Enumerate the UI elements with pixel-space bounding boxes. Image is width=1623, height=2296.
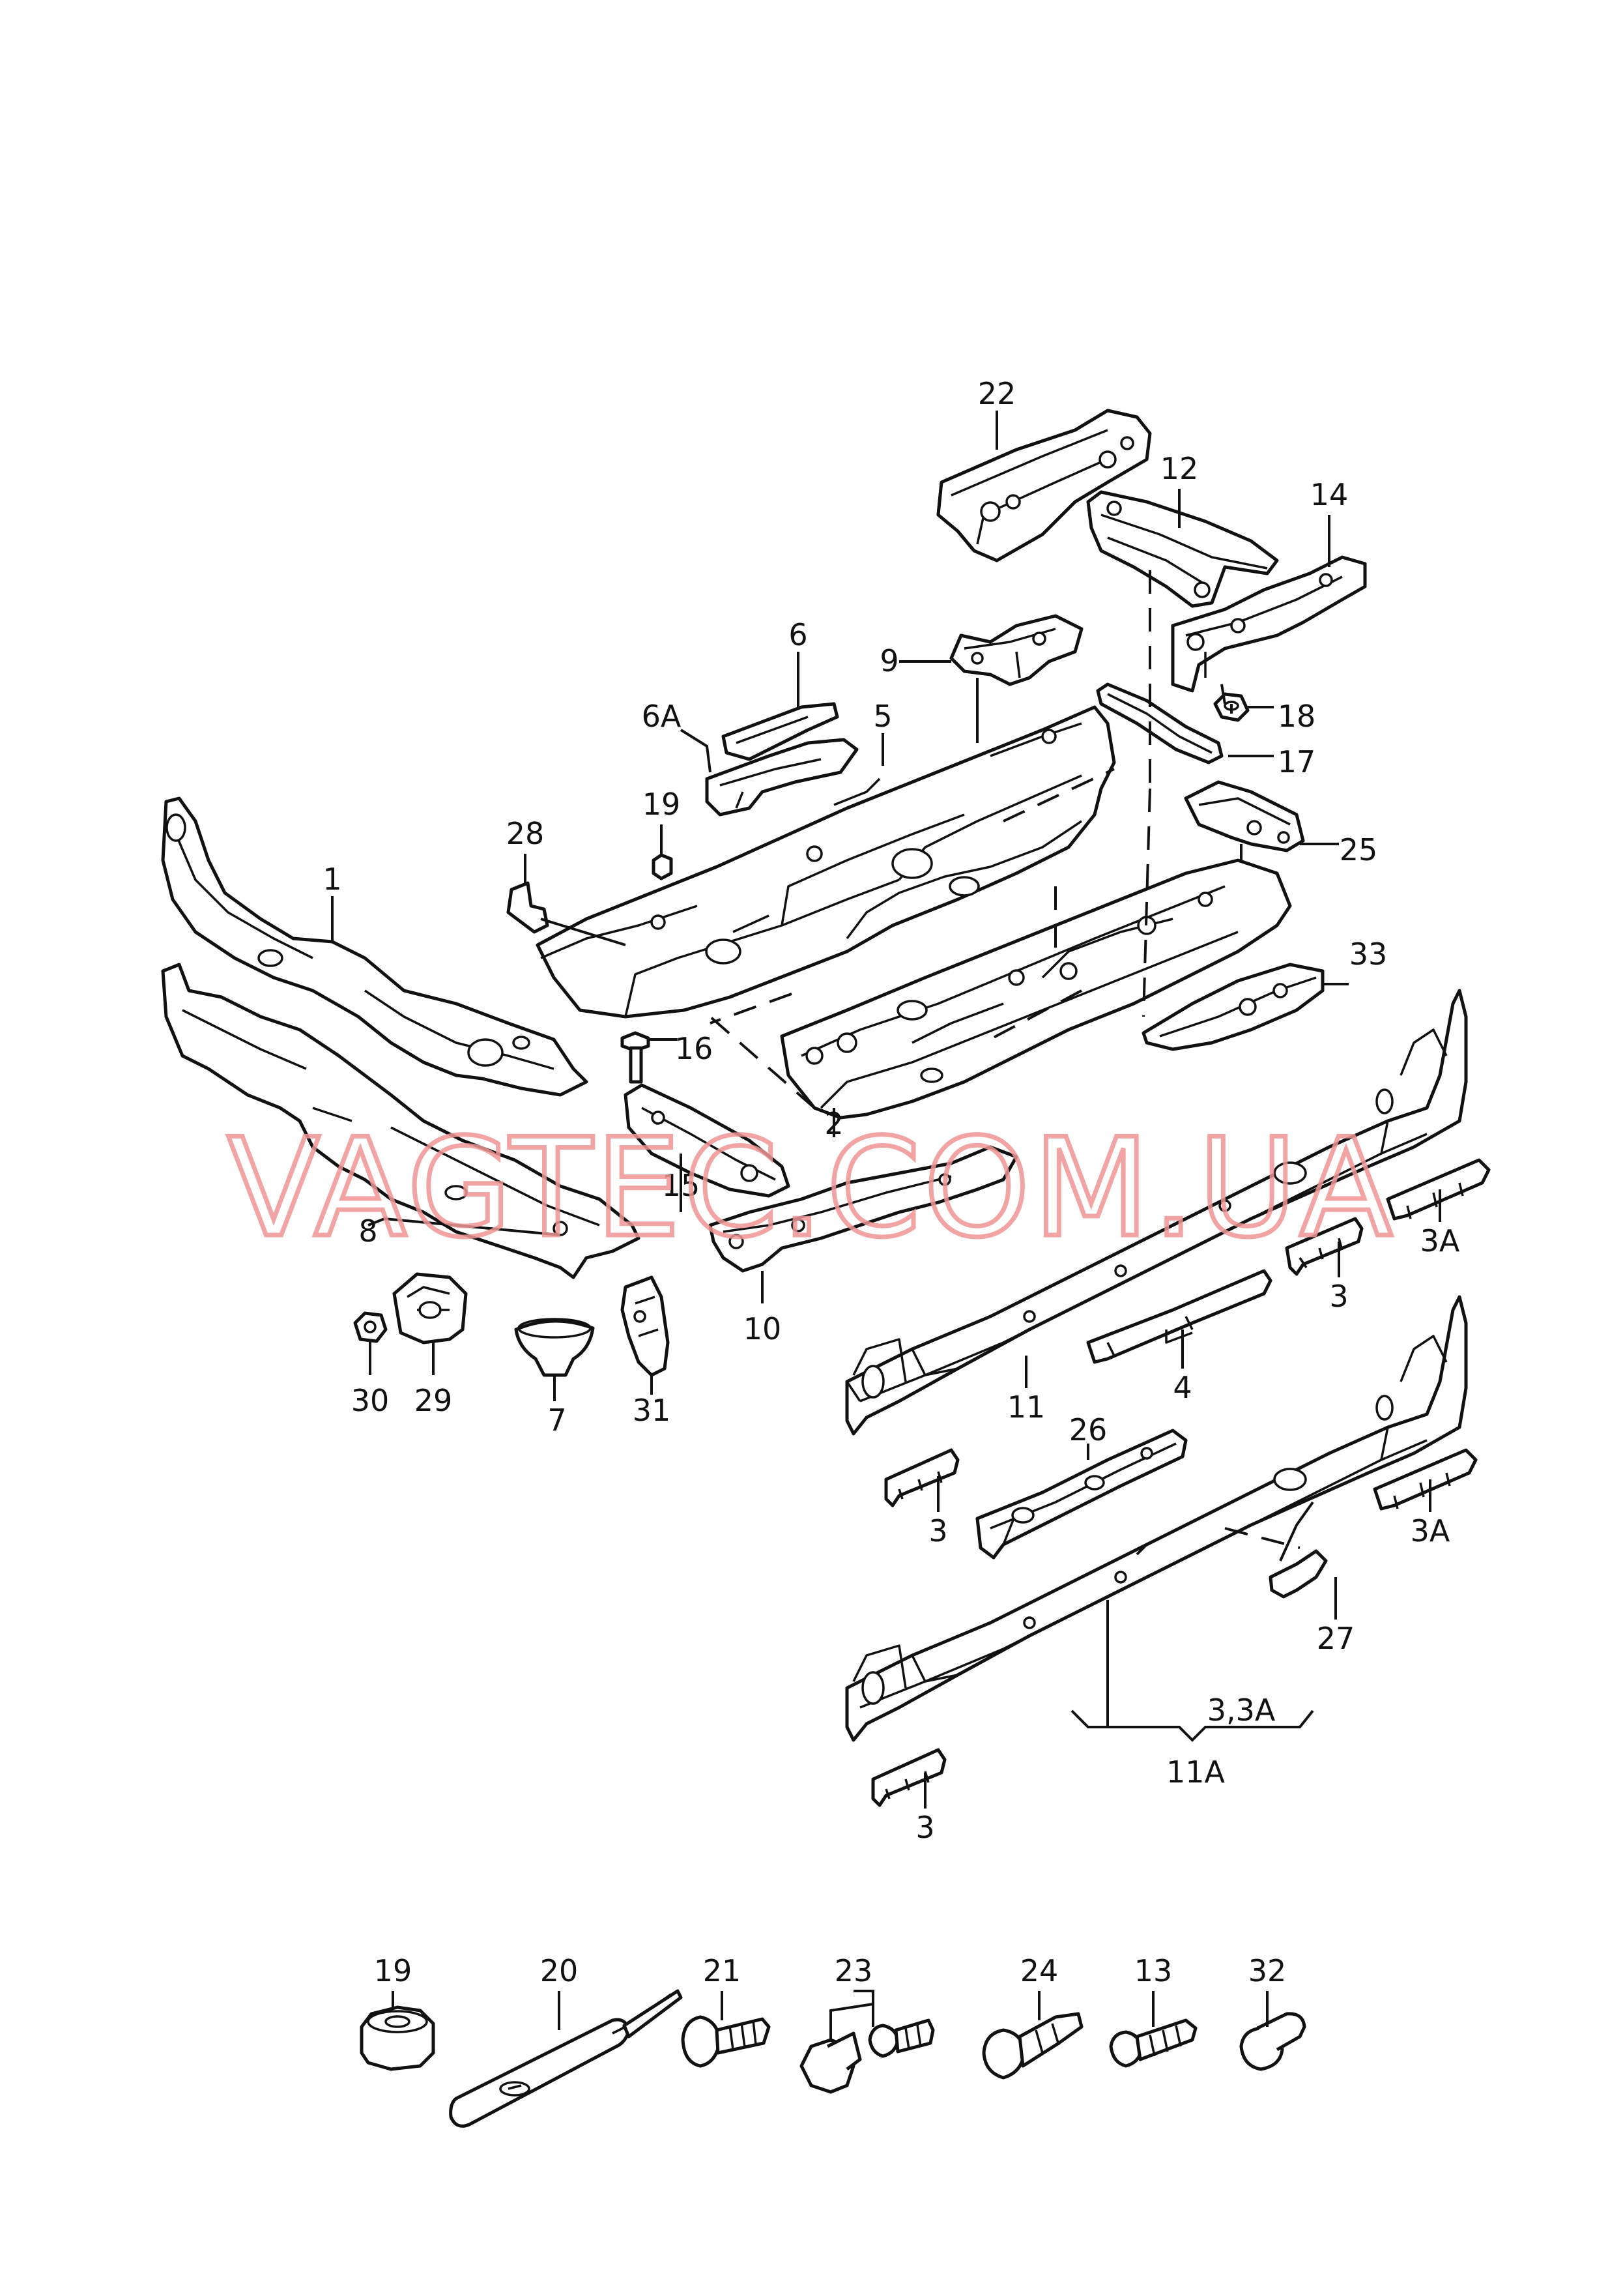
callout-20: 20 [540, 1953, 579, 1988]
part-26-bracket[interactable] [1184, 780, 1305, 852]
part-3-clip-upper[interactable] [1285, 1217, 1364, 1276]
fastener-25-plug[interactable] [1239, 2012, 1306, 2071]
part-3A-clip-lower[interactable] [1373, 1448, 1478, 1511]
part-14-bracket[interactable] [1171, 555, 1367, 693]
callout-3-3A: 3,3A [1207, 1693, 1276, 1728]
callout-8: 8 [358, 1213, 377, 1249]
callout-3-lower: 3 [915, 1810, 934, 1845]
callout-11: 11 [1007, 1389, 1046, 1425]
fastener-20-tube[interactable] [449, 1989, 683, 2128]
callout-labels: 22 12 14 9 6 6A 5 18 17 25 19 28 1 16 15… [323, 376, 1460, 1988]
part-6-strip[interactable] [721, 702, 839, 761]
callout-27: 26 [1069, 1412, 1108, 1447]
fastener-21-screw[interactable] [681, 2015, 771, 2068]
part-2-floor-pan[interactable] [780, 858, 1292, 1120]
callout-32: 31 [633, 1393, 671, 1428]
callout-5: 5 [873, 699, 892, 734]
part-1-firewall-upper[interactable] [161, 796, 588, 1097]
part-6A-cover[interactable] [705, 738, 859, 817]
part-19-nut-upper[interactable] [652, 853, 673, 880]
callout-6: 6 [788, 617, 807, 652]
callout-18: 18 [1278, 699, 1316, 734]
callout-4: 4 [1173, 1370, 1192, 1405]
callout-15: 15 [662, 1168, 700, 1203]
callout-11A: 11A [1166, 1754, 1226, 1790]
callout-6A: 6A [642, 699, 682, 734]
fastener-23-clip[interactable] [982, 2012, 1084, 2080]
leader-lines [331, 411, 1441, 2040]
callout-3A-upper: 3A [1420, 1223, 1460, 1258]
part-11A-sill[interactable] [845, 1295, 1468, 1742]
part-31-nut[interactable] [353, 1311, 388, 1343]
part-16-bolt[interactable] [620, 1031, 650, 1084]
fastener-19-nut[interactable] [360, 2005, 435, 2071]
callout-31: 30 [351, 1383, 390, 1418]
callout-3-upper: 3 [1329, 1279, 1348, 1314]
part-3-clip-mid[interactable] [884, 1448, 960, 1507]
callout-25: 32 [1248, 1953, 1287, 1988]
callout-17: 17 [1278, 744, 1316, 779]
part-12-crossmember[interactable] [1086, 490, 1279, 608]
callout-16: 16 [675, 1031, 713, 1066]
callout-19-upper: 19 [642, 787, 681, 822]
callout-22: 23 [835, 1953, 873, 1988]
callout-3A-lower: 3A [1411, 1513, 1450, 1548]
callout-14: 14 [1310, 477, 1349, 512]
part-27-reinforcement[interactable] [975, 1429, 1188, 1560]
part-5-tunnel[interactable] [536, 705, 1116, 1019]
callout-30: 29 [414, 1383, 453, 1418]
callout-3-mid: 3 [928, 1513, 947, 1548]
part-13-bracket[interactable] [936, 409, 1152, 562]
callout-26: 25 [1340, 832, 1378, 867]
part-10-crossmember[interactable] [708, 1145, 1018, 1273]
part-28-bracket[interactable] [1269, 1549, 1328, 1599]
part-32-bracket[interactable] [620, 1275, 670, 1377]
callout-24: 13 [1134, 1953, 1173, 1988]
callout-7: 7 [547, 1402, 566, 1438]
fastener-24-screw[interactable] [1109, 2018, 1198, 2068]
part-15-plate[interactable] [624, 1083, 790, 1198]
callout-23: 24 [1020, 1953, 1059, 1988]
assembly-lines [709, 570, 1300, 1549]
part-30-mount[interactable] [392, 1272, 468, 1344]
callout-28: 27 [1317, 1621, 1355, 1656]
callout-13: 22 [978, 376, 1016, 411]
part-3-clip-lower[interactable] [871, 1748, 947, 1807]
part-7-grommet[interactable] [514, 1318, 595, 1377]
callout-2: 2 [824, 1106, 843, 1141]
watermark-text: VAGTEC.COM.UA [227, 1110, 1395, 1268]
callout-9: 9 [880, 643, 898, 678]
part-29-clip[interactable] [506, 881, 549, 934]
part-9-bracket[interactable] [949, 614, 1084, 686]
callout-12: 12 [1160, 451, 1199, 486]
part-11-sill[interactable] [845, 989, 1468, 1436]
callout-33: 33 [1349, 937, 1388, 972]
fastener-22-stud[interactable] [799, 2018, 935, 2094]
callout-19-lower: 19 [374, 1953, 412, 1988]
callout-1: 1 [323, 862, 341, 897]
part-8-firewall-lower[interactable] [161, 963, 640, 1279]
callout-10: 10 [743, 1311, 782, 1346]
callout-29: 28 [506, 816, 545, 851]
part-3A-clip-upper[interactable] [1386, 1158, 1491, 1221]
callout-21: 21 [703, 1953, 741, 1988]
part-17-crossbar[interactable] [1096, 682, 1224, 764]
part-33-reinforcement[interactable] [1142, 963, 1325, 1051]
